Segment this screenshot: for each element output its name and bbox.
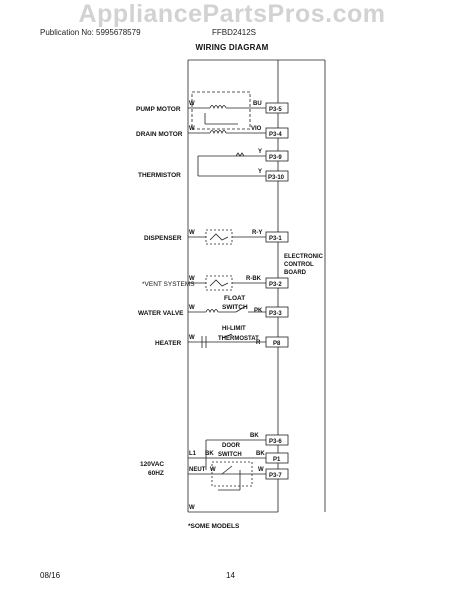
connector-p3-7: P3-7 xyxy=(269,473,282,479)
vent-element xyxy=(209,279,229,287)
wire-thermistor-top: Y xyxy=(258,149,262,155)
connector-p3-3: P3-3 xyxy=(269,311,282,317)
wire-l1-right: BK xyxy=(256,451,265,457)
connector-box-p3-9 xyxy=(265,150,289,162)
wire-heater-left: W xyxy=(189,335,195,341)
door-switch-contact xyxy=(221,465,233,475)
connector-box-p3-1 xyxy=(265,231,289,243)
connector-box-p8 xyxy=(265,336,289,348)
wire-valve-right: PK xyxy=(254,308,263,314)
wire-bottom: W xyxy=(189,505,195,511)
connector-p3-4: P3-4 xyxy=(269,132,282,138)
connector-p3-2: P3-2 xyxy=(269,282,282,288)
wire-l1: L1 xyxy=(189,451,197,457)
pump-motor-coil xyxy=(209,105,227,110)
watermark: AppliancePartsPros.com xyxy=(78,0,386,28)
footer-page: 14 xyxy=(226,571,235,580)
wire-vent-left: W xyxy=(189,276,195,282)
connector-box-p3-3 xyxy=(265,306,289,318)
wire-pump-left: W xyxy=(189,101,195,107)
label-door-switch-2: SWITCH xyxy=(218,452,242,458)
model-number: FFBD2412S xyxy=(212,28,257,37)
connector-p3-1: P3-1 xyxy=(269,236,282,242)
footer-date: 08/16 xyxy=(40,571,61,580)
label-hi-limit-2: THERMOSTAT xyxy=(218,336,259,342)
wire-dispenser-right: R-Y xyxy=(252,230,262,236)
water-valve-coil xyxy=(205,309,219,314)
publication-number: Publication No: 5995678579 xyxy=(40,28,141,37)
connector-box-p1 xyxy=(265,452,289,464)
label-float-switch-1: FLOAT xyxy=(224,295,245,302)
wire-neut-left: W xyxy=(210,467,216,473)
label-pump-motor: PUMP MOTOR xyxy=(136,106,181,113)
label-drain-motor: DRAIN MOTOR xyxy=(136,131,183,138)
label-water-valve: WATER VALVE xyxy=(138,310,184,317)
wire-thermistor-bottom: Y xyxy=(258,169,262,175)
wire-valve-left: W xyxy=(189,305,195,311)
connector-box-p3-4 xyxy=(265,127,289,139)
float-switch-contact xyxy=(235,305,247,313)
label-supply-voltage: 120VAC xyxy=(140,461,164,468)
connector-p3-10: P3-10 xyxy=(268,175,285,181)
label-thermistor: THERMISTOR xyxy=(138,172,181,179)
connector-p3-5: P3-5 xyxy=(269,107,282,113)
wire-neut: NEUT xyxy=(189,467,206,473)
wire-pump-right: BU xyxy=(253,101,262,107)
pump-motor-outline xyxy=(191,91,251,130)
connector-box-p3-10 xyxy=(265,170,289,182)
drain-motor-coil xyxy=(209,130,227,135)
label-board-1: ELECTRONIC xyxy=(284,254,324,260)
label-dispenser: DISPENSER xyxy=(144,235,182,242)
wire-drain-left: W xyxy=(189,126,195,132)
label-supply-frequency: 60HZ xyxy=(148,470,164,477)
wire-vent-right: R-BK xyxy=(246,276,262,282)
label-board-2: CONTROL xyxy=(284,262,314,268)
label-hi-limit-1: HI-LIMIT xyxy=(222,326,246,332)
wire-dispenser-left: W xyxy=(189,230,195,236)
label-board-3: BOARD xyxy=(284,270,307,276)
hi-limit-contact xyxy=(221,333,233,339)
wire-neut-right: W xyxy=(258,467,264,473)
connector-p3-9: P3-9 xyxy=(269,155,282,161)
wire-door-top: BK xyxy=(250,433,259,439)
connector-box-p3-7 xyxy=(265,468,289,480)
label-door-switch-1: DOOR xyxy=(222,443,241,449)
label-float-switch-2: SWITCH xyxy=(222,304,248,311)
thermistor-element xyxy=(235,152,245,157)
note-some-models: *SOME MODELS xyxy=(188,523,240,530)
wire-l1-left: BK xyxy=(205,451,214,457)
connector-box-p3-5 xyxy=(265,102,289,114)
connector-p3-6: P3-6 xyxy=(269,439,282,445)
wire-heater-right: R xyxy=(256,340,261,346)
label-vent-systems: *VENT SYSTEMS xyxy=(142,281,195,288)
connector-box-p3-6 xyxy=(265,434,289,446)
connector-p1: P1 xyxy=(273,457,281,463)
connector-p8: P8 xyxy=(273,341,281,347)
door-switch-outline xyxy=(211,461,253,487)
wire-drain-right: VIO xyxy=(251,126,262,132)
diagram-title: WIRING DIAGRAM xyxy=(195,43,269,52)
connector-box-p3-2 xyxy=(265,277,289,289)
dispenser-element xyxy=(209,233,229,241)
label-heater: HEATER xyxy=(155,340,182,347)
